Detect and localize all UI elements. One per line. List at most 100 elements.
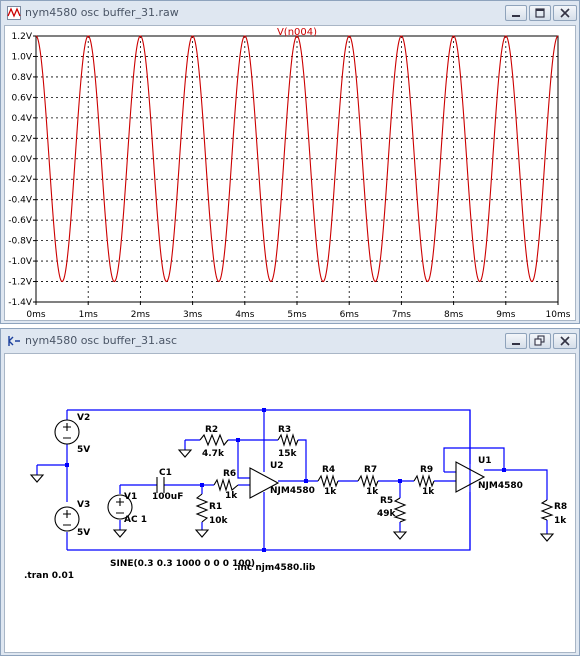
r6-label: R6 (223, 469, 236, 479)
series-line (35, 35, 559, 283)
c1-capacitor (156, 477, 165, 493)
r6-resistor (213, 478, 239, 492)
wires (36, 409, 548, 551)
x-tick-label: 10ms (546, 310, 571, 320)
y-tick-label: 1.0V (12, 52, 33, 62)
schematic-panel[interactable]: V2 5V V3 5V V1 AC 1 C1 100uF R1 10k R2 4… (4, 353, 576, 653)
x-tick-label: 8ms (444, 310, 463, 320)
r4-resistor (317, 474, 339, 488)
y-tick-label: 0.4V (12, 114, 33, 124)
y-tick-label: -1.0V (8, 257, 33, 267)
r3-value: 15k (278, 449, 298, 459)
r2-value: 4.7k (202, 449, 225, 459)
r1-value: 10k (209, 516, 229, 526)
y-tick-label: -0.8V (8, 237, 33, 247)
r7-value: 1k (366, 487, 379, 497)
r8-value: 1k (554, 516, 567, 526)
minimize-icon (512, 15, 520, 17)
x-tick-label: 3ms (183, 310, 202, 320)
c1-label: C1 (159, 468, 172, 478)
r5-resistor (393, 497, 407, 523)
r6-value: 1k (225, 491, 238, 501)
v3-value: 5V (77, 528, 90, 538)
r4-label: R4 (322, 465, 335, 475)
x-tick-label: 9ms (496, 310, 515, 320)
r7-resistor (357, 474, 379, 488)
ground-r8 (539, 533, 555, 542)
r9-label: R9 (420, 465, 433, 475)
v2-source (54, 419, 80, 445)
ground-r5 (392, 531, 408, 540)
v2-label: V2 (77, 413, 90, 423)
v2-value: 5V (77, 445, 90, 455)
r4-value: 1k (324, 487, 337, 497)
r1-label: R1 (209, 502, 222, 512)
y-tick-label: -0.4V (8, 196, 33, 206)
y-tick-label: -1.4V (8, 298, 33, 308)
y-tick-label: 0.6V (12, 93, 33, 103)
r5-label: R5 (380, 496, 393, 506)
r3-label: R3 (278, 425, 291, 435)
waveform-icon (7, 6, 21, 20)
plot-close-button[interactable] (553, 5, 577, 21)
schematic-close-button[interactable] (553, 333, 577, 349)
v1-source (107, 494, 133, 520)
v3-label: V3 (77, 500, 90, 510)
r7-label: R7 (364, 465, 377, 475)
r3-resistor (277, 433, 299, 447)
plot-window-title: nym4580 osc buffer_31.raw (25, 6, 179, 19)
y-tick-label: 0.0V (12, 155, 33, 165)
y-tick-label: 0.2V (12, 134, 33, 144)
plot-minimize-button[interactable] (505, 5, 527, 21)
v1-value: AC 1 (124, 515, 147, 525)
y-tick-label: 1.2V (12, 32, 33, 42)
schematic-maximize-button[interactable] (529, 333, 551, 349)
wire-rails (67, 409, 471, 551)
y-tick-label: -0.2V (8, 175, 33, 185)
schematic-titlebar[interactable]: nym4580 osc buffer_31.asc (1, 329, 579, 353)
schematic-window-title: nym4580 osc buffer_31.asc (25, 334, 178, 347)
u2-label: U2 (270, 461, 284, 471)
y-tick-label: 0.8V (12, 73, 33, 83)
ground-r1 (194, 529, 210, 538)
include-directive: .inc njm4580.lib (234, 563, 316, 573)
x-tick-label: 0ms (26, 310, 45, 320)
plot-maximize-button[interactable] (529, 5, 551, 21)
r8-resistor (540, 499, 554, 521)
schematic-canvas[interactable]: V2 5V V3 5V V1 AC 1 C1 100uF R1 10k R2 4… (5, 354, 575, 652)
y-tick-label: -0.6V (8, 216, 33, 226)
wire-u2-inv (237, 440, 250, 479)
x-tick-label: 5ms (287, 310, 306, 320)
u2-value: NJM4580 (270, 486, 315, 496)
ground-v1 (112, 529, 128, 538)
r1-resistor (195, 493, 209, 523)
nodes (65, 408, 506, 552)
v1-label: V1 (124, 492, 137, 502)
sine-directive: SINE(0.3 0.3 1000 0 0 0 100) (110, 559, 255, 569)
c1-value: 100uF (152, 492, 183, 502)
r9-value: 1k (422, 487, 435, 497)
maximize-icon (535, 8, 545, 18)
ground-mid (29, 474, 45, 483)
minimize-icon (512, 343, 520, 345)
tran-directive: .tran 0.01 (24, 571, 74, 581)
r2-resistor (199, 433, 229, 447)
schematic-icon (8, 336, 20, 346)
schematic-minimize-button[interactable] (505, 333, 527, 349)
ground-r2 (177, 449, 193, 458)
x-tick-label: 7ms (392, 310, 411, 320)
x-tick-label: 4ms (235, 310, 254, 320)
x-tick-label: 1ms (79, 310, 98, 320)
r5-value: 49k (377, 509, 397, 519)
plot-titlebar[interactable]: nym4580 osc buffer_31.raw (1, 1, 579, 25)
r9-resistor (413, 474, 435, 488)
wire-u1-out-r8 (484, 469, 548, 534)
labels: V2 5V V3 5V V1 AC 1 C1 100uF R1 10k R2 4… (24, 413, 567, 581)
wire-r3 (270, 439, 307, 481)
x-tick-label: 6ms (340, 310, 359, 320)
restore-icon (534, 335, 545, 346)
v3-source (54, 506, 80, 532)
